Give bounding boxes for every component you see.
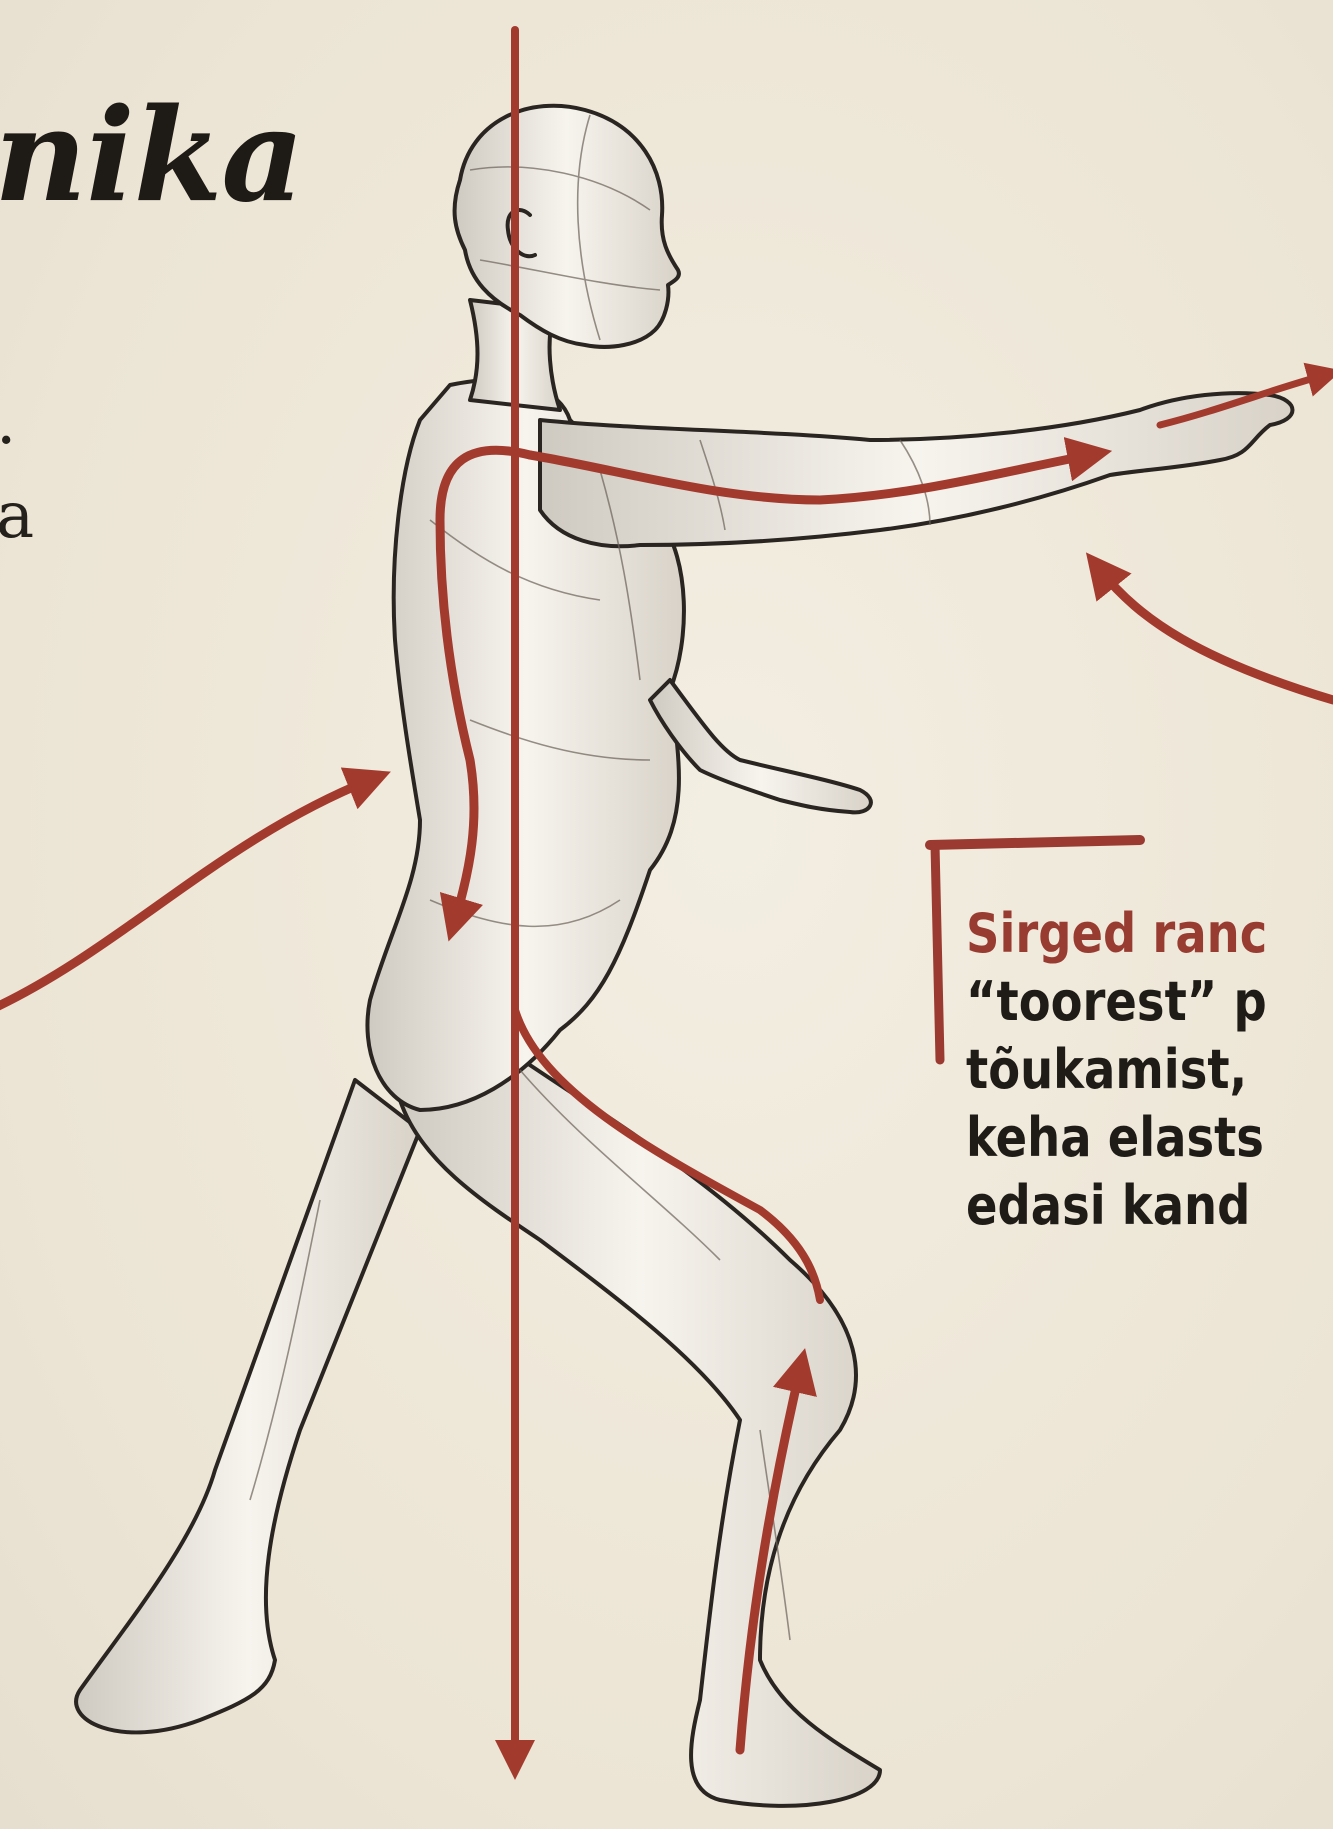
pointer-arrow-right xyxy=(1100,570,1333,700)
front-leg xyxy=(400,1030,880,1806)
left-text-line-1: . xyxy=(0,390,16,454)
title-fragment: nika xyxy=(0,92,303,220)
callout-text: Sirged ranc “toorest” p tõukamist, keha … xyxy=(966,900,1333,1240)
pointer-arrow-left xyxy=(0,780,370,1010)
lower-arm xyxy=(650,680,871,812)
callout-heading: Sirged ranc xyxy=(966,900,1310,968)
callout-line-3: keha elasts xyxy=(966,1104,1310,1172)
callout-line-2: tõukamist, xyxy=(966,1036,1310,1104)
callout-line-4: edasi kand xyxy=(966,1172,1310,1240)
callout-line-1: “toorest” p xyxy=(966,968,1310,1036)
back-leg xyxy=(76,1080,420,1732)
left-text-line-2: a xyxy=(0,484,34,548)
